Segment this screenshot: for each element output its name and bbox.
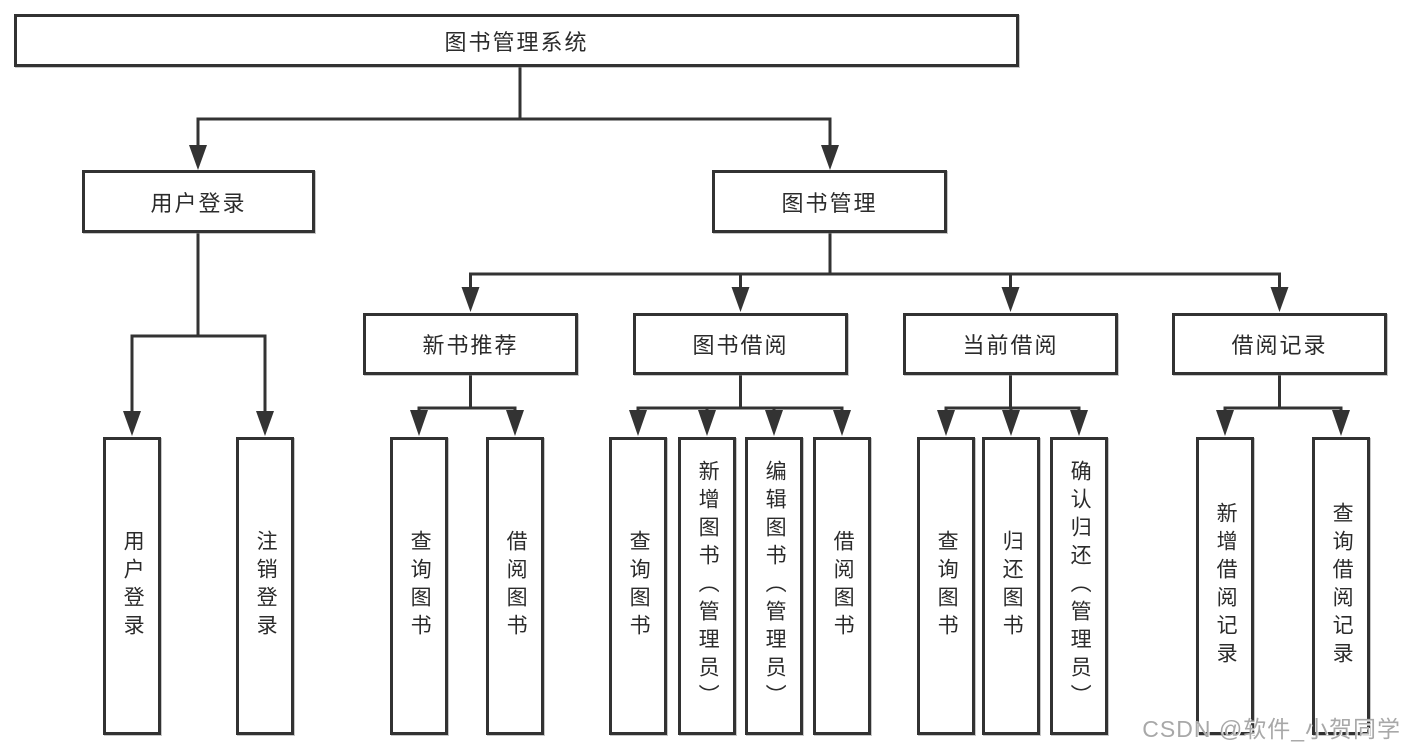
- leaf-label: 查询图书: [627, 530, 651, 642]
- leaf-add-borrow-record: 新增借阅记录: [1196, 437, 1254, 735]
- leaf-user-login: 用户登录: [103, 437, 161, 735]
- arrowhead: [731, 287, 750, 312]
- arrowhead: [629, 410, 647, 436]
- node-label: 当前借阅: [962, 333, 1059, 358]
- node-label: 用户登录: [150, 190, 247, 216]
- arrowhead: [1001, 287, 1020, 312]
- node-borrowing-records: 借阅记录: [1172, 313, 1387, 375]
- leaf-label: 确认归还（管理员）: [1068, 460, 1092, 712]
- node-label: 图书管理: [781, 190, 878, 216]
- arrowhead: [123, 411, 141, 436]
- leaf-query-books-borrowing: 查询图书: [609, 437, 667, 735]
- arrowhead: [461, 287, 480, 312]
- arrowhead: [256, 411, 274, 436]
- node-user-login: 用户登录: [82, 170, 315, 233]
- arrowhead: [1002, 410, 1020, 436]
- connector-root-to-level1: [196, 67, 832, 147]
- leaf-label: 查询图书: [408, 530, 432, 642]
- node-book-management: 图书管理: [712, 170, 947, 233]
- leaf-label: 借阅图书: [831, 530, 855, 642]
- arrowhead: [937, 410, 955, 436]
- connector-userlogin-to-leaves: [130, 233, 267, 413]
- leaf-add-book-admin: 新增图书（管理员）: [678, 437, 736, 735]
- arrowhead: [410, 410, 428, 436]
- arrowhead: [1332, 410, 1350, 436]
- arrowhead: [506, 410, 524, 436]
- node-label: 图书借阅: [692, 333, 789, 358]
- node-new-book-recommendation: 新书推荐: [363, 313, 578, 375]
- leaf-label: 新增图书（管理员）: [696, 460, 720, 712]
- leaf-logout: 注销登录: [236, 437, 294, 735]
- node-label: 借阅记录: [1231, 333, 1328, 358]
- leaf-label: 新增借阅记录: [1214, 502, 1238, 670]
- node-library-system: 图书管理系统: [14, 14, 1019, 67]
- node-label: 图书管理系统: [444, 29, 589, 55]
- leaf-borrow-books-recommend: 借阅图书: [486, 437, 544, 735]
- arrowhead: [833, 410, 851, 436]
- leaf-label: 借阅图书: [504, 530, 528, 642]
- leaf-label: 查询借阅记录: [1330, 502, 1354, 670]
- leaf-borrow-books-borrowing: 借阅图书: [813, 437, 871, 735]
- leaf-edit-book-admin: 编辑图书（管理员）: [745, 437, 803, 735]
- arrowhead: [821, 145, 839, 170]
- arrowhead: [765, 410, 783, 436]
- leaf-query-books-current: 查询图书: [917, 437, 975, 735]
- arrowhead: [698, 410, 716, 436]
- arrowhead: [1070, 410, 1088, 436]
- node-current-borrowing: 当前借阅: [903, 313, 1118, 375]
- leaf-label: 归还图书: [1000, 530, 1024, 642]
- connector-level2-to-leaves: [417, 375, 1343, 412]
- arrowhead: [189, 145, 207, 170]
- leaf-label: 编辑图书（管理员）: [763, 460, 787, 712]
- leaf-query-books-recommend: 查询图书: [390, 437, 448, 735]
- node-book-borrowing: 图书借阅: [633, 313, 848, 375]
- arrowhead: [1216, 410, 1234, 436]
- arrowhead: [1270, 287, 1289, 312]
- node-label: 新书推荐: [422, 333, 519, 358]
- leaf-label: 注销登录: [254, 530, 278, 642]
- leaf-return-books: 归还图书: [982, 437, 1040, 735]
- leaf-label: 查询图书: [935, 530, 959, 642]
- leaf-label: 用户登录: [121, 530, 145, 642]
- leaf-confirm-return-admin: 确认归还（管理员）: [1050, 437, 1108, 735]
- csdn-watermark: CSDN @软件_小贺同学: [1142, 716, 1401, 742]
- leaf-query-borrow-record: 查询借阅记录: [1312, 437, 1370, 735]
- connector-bookmgmt-to-level2: [469, 233, 1281, 289]
